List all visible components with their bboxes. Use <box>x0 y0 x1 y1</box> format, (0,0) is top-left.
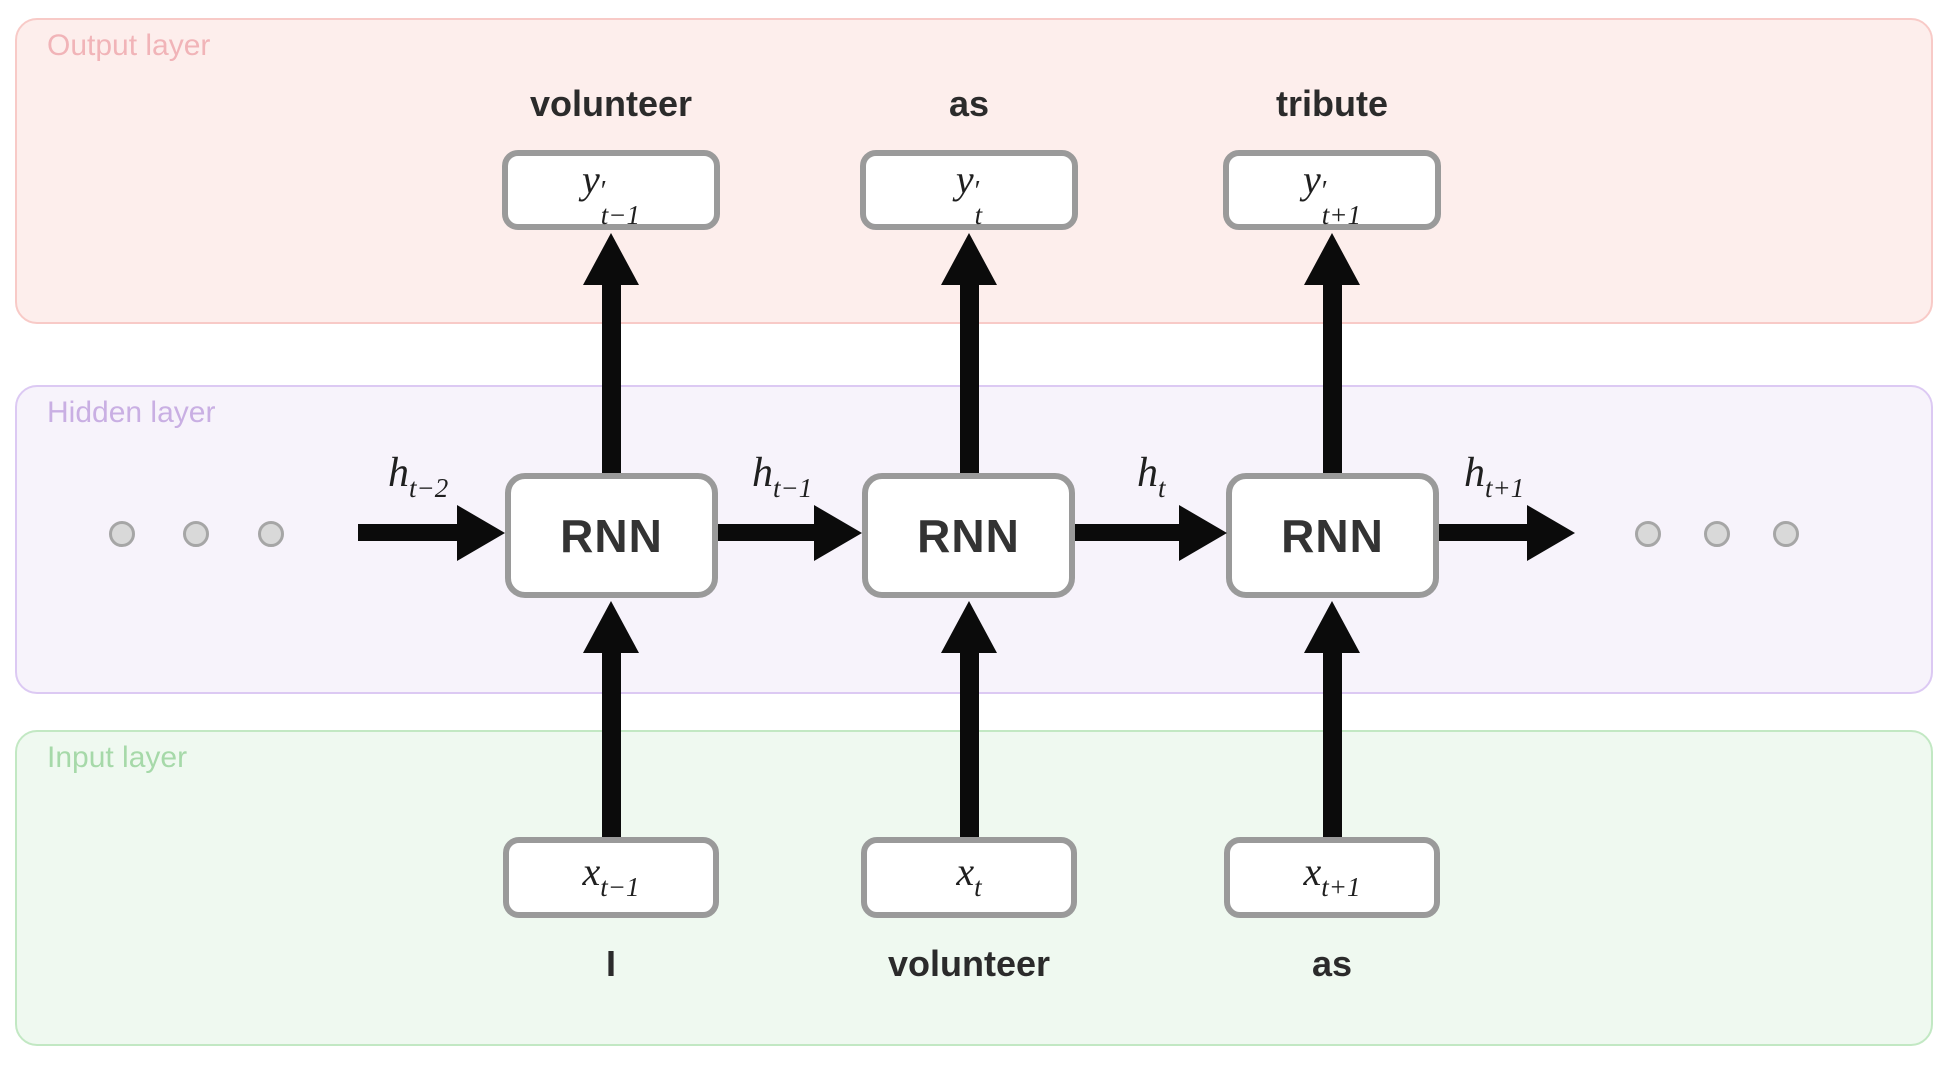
arrow-history-to-rnn1-head <box>457 505 505 561</box>
input-layer-label: Input layer <box>47 741 188 774</box>
arrow-rnn1-to-output-shaft <box>602 283 621 473</box>
input-node-formula: xt−1 <box>582 849 640 903</box>
arrow-rnn3-to-future-shaft <box>1439 524 1529 541</box>
arrow-input1-to-rnn-shaft <box>602 651 621 837</box>
arrow-input2-to-rnn-head <box>941 601 997 653</box>
input-word-3: as <box>1311 943 1353 984</box>
rnn-cell-2: RNN <box>862 473 1075 598</box>
input-word-1: I <box>605 943 616 984</box>
arrow-rnn3-to-future-head <box>1527 505 1575 561</box>
input-node-formula: xt+1 <box>1303 849 1361 903</box>
rnn-cell-1: RNN <box>505 473 718 598</box>
arrow-rnn3-to-output-shaft <box>1323 283 1342 473</box>
hidden-state-label-h-t+1: ht+1 <box>1464 450 1525 503</box>
arrow-rnn3-to-output-head <box>1304 233 1360 285</box>
arrow-rnn1-to-rnn2-head <box>814 505 862 561</box>
rnn-cell-label: RNN <box>917 509 1020 562</box>
arrow-rnn1-to-output-head <box>583 233 639 285</box>
ellipsis-dot-left-2 <box>183 521 209 547</box>
rnn-cell-label: RNN <box>560 509 663 562</box>
arrow-input3-to-rnn-shaft <box>1323 651 1342 837</box>
output-node-formula: y′t+1 <box>1303 157 1361 230</box>
predicted-word-3: tribute <box>1276 83 1388 124</box>
input-node-x-t-1: xt−1 <box>503 837 719 918</box>
output-node-formula: y′t−1 <box>582 157 640 230</box>
output-node-y-t-1: y′t−1 <box>502 150 720 230</box>
ellipsis-dot-right-1 <box>1635 521 1661 547</box>
output-node-y-t: y′t <box>860 150 1078 230</box>
arrow-rnn1-to-rnn2-shaft <box>718 524 816 541</box>
arrow-rnn2-to-output-head <box>941 233 997 285</box>
arrow-rnn2-to-output-shaft <box>960 283 979 473</box>
hidden-state-label-h-t: ht <box>1137 450 1166 503</box>
output-layer-label: Output layer <box>47 29 211 62</box>
arrow-input1-to-rnn-head <box>583 601 639 653</box>
input-node-formula: xt <box>956 849 982 903</box>
predicted-word-2: as <box>948 83 990 124</box>
arrow-rnn2-to-rnn3-head <box>1179 505 1227 561</box>
rnn-cell-3: RNN <box>1226 473 1439 598</box>
ellipsis-dot-left-3 <box>258 521 284 547</box>
ellipsis-dot-right-3 <box>1773 521 1799 547</box>
output-node-y-t+1: y′t+1 <box>1223 150 1441 230</box>
hidden-state-label-h-t-1: ht−1 <box>752 450 813 503</box>
predicted-word-1: volunteer <box>529 83 693 124</box>
arrow-input2-to-rnn-shaft <box>960 651 979 837</box>
arrow-rnn2-to-rnn3-shaft <box>1075 524 1181 541</box>
ellipsis-dot-left-1 <box>109 521 135 547</box>
ellipsis-dot-right-2 <box>1704 521 1730 547</box>
input-node-x-t+1: xt+1 <box>1224 837 1440 918</box>
arrow-input3-to-rnn-head <box>1304 601 1360 653</box>
input-word-2: volunteer <box>887 943 1051 984</box>
output-node-formula: y′t <box>955 157 983 230</box>
input-node-x-t: xt <box>861 837 1077 918</box>
hidden-state-label-h-t-2: ht−2 <box>388 450 449 503</box>
hidden-layer-label: Hidden layer <box>47 396 216 429</box>
rnn-cell-label: RNN <box>1281 509 1384 562</box>
arrow-history-to-rnn1-shaft <box>358 524 460 541</box>
